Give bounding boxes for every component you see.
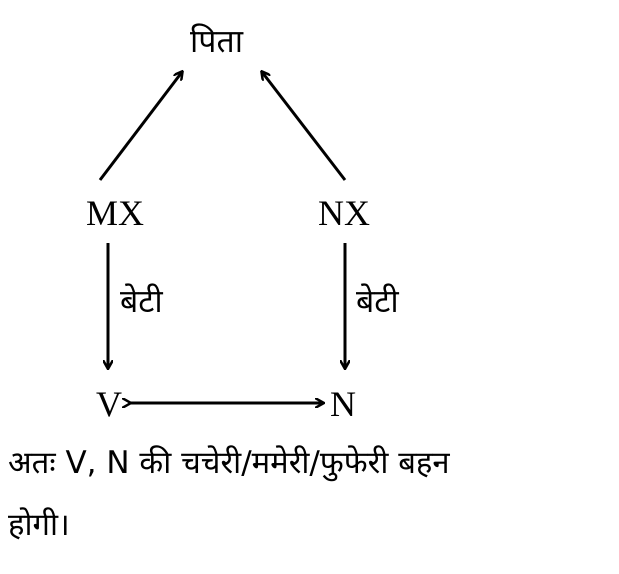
node-mx: MX xyxy=(86,193,145,233)
arrow-nx-to-father xyxy=(262,72,347,181)
conclusion-line1: अतः V, N की चचेरी/ममेरी/फुफेरी बहन xyxy=(8,445,450,481)
node-v: V xyxy=(96,384,122,424)
arrow-mx-to-father xyxy=(98,72,182,181)
label-daughter-left: बेटी xyxy=(120,282,163,320)
node-n: N xyxy=(330,384,356,424)
conclusion-line2: होगी। xyxy=(8,507,70,543)
node-father: पिता xyxy=(190,22,243,60)
label-daughter-right: बेटी xyxy=(356,282,399,320)
node-nx: NX xyxy=(318,193,370,233)
